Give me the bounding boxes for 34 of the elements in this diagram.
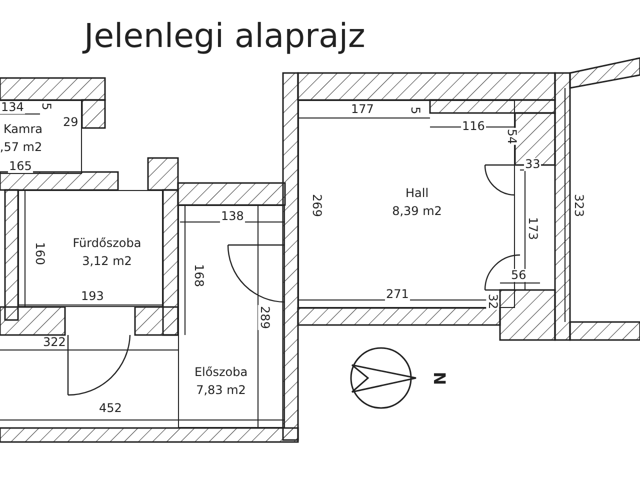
dimension-label: 289 xyxy=(258,305,271,330)
dimension-label: 168 xyxy=(192,263,205,288)
room-name: Fürdőszoba xyxy=(72,236,142,250)
room-area: ,57 m2 xyxy=(0,140,42,154)
dimension-label: 269 xyxy=(310,193,323,218)
plan-title: Jelenlegi alaprajz xyxy=(84,16,366,56)
room-area: 8,39 m2 xyxy=(392,204,442,218)
dimension-label: 5 xyxy=(408,106,422,116)
dimension-label: 134 xyxy=(0,101,25,114)
dimension-label: 56 xyxy=(510,269,528,282)
dimension-label: 29 xyxy=(62,116,80,129)
dimension-label: 116 xyxy=(461,120,486,133)
room-outline xyxy=(18,190,163,307)
room-area: 7,83 m2 xyxy=(196,383,246,397)
dimension-label: 323 xyxy=(572,193,585,218)
room-outline xyxy=(178,205,285,428)
dimension-label: 5 xyxy=(39,102,52,112)
dimension-label: 322 xyxy=(42,336,67,349)
dimension-label: 177 xyxy=(350,103,375,116)
dimension-label: 160 xyxy=(32,241,46,266)
compass-letter: N xyxy=(433,370,446,386)
dimension-label: 173 xyxy=(526,216,539,241)
dimension-label: 193 xyxy=(80,290,105,303)
dimension-label: 54 xyxy=(505,128,518,146)
room-name: Hall xyxy=(405,186,429,200)
dimension-label: 452 xyxy=(98,402,123,415)
room-name: Előszoba xyxy=(194,365,248,379)
room-area: 3,12 m2 xyxy=(82,254,132,268)
dimension-label: 33 xyxy=(524,158,542,171)
room-name: Kamra xyxy=(4,122,42,136)
dimension-label: 271 xyxy=(385,288,410,301)
dimension-label: 138 xyxy=(220,210,245,223)
dimension-label: 32 xyxy=(486,292,500,310)
dimension-label: 165 xyxy=(8,160,33,173)
